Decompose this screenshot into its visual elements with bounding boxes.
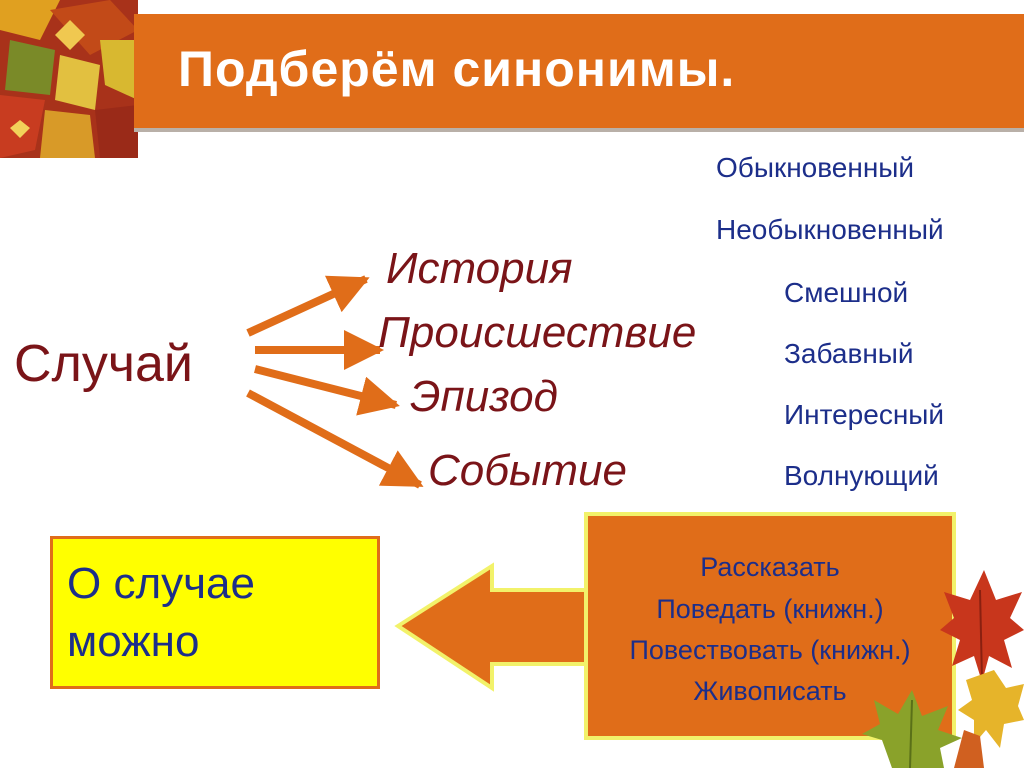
yellow-box-line1: О случае [67, 559, 255, 608]
yellow-box: О случае можно [50, 536, 380, 689]
big-left-arrow [394, 562, 590, 692]
yellow-box-line2: можно [67, 617, 200, 666]
synonym-sobytie: Событие [428, 446, 627, 495]
arrow-to-istoriya [246, 275, 370, 337]
maple-leaf-image [940, 570, 1024, 768]
verbs-box: Рассказать Поведать (книжн.) Повествоват… [584, 512, 956, 740]
arrow-to-epizod [254, 365, 400, 416]
adjective-zabavnyi: Забавный [784, 338, 914, 369]
adjective-neobyknovennyi: Необыкновенный [716, 214, 944, 245]
verb-povedat: Поведать (книжн.) [656, 594, 884, 624]
title-bar [134, 14, 1024, 130]
adjective-obyknovennyi: Обыкновенный [716, 152, 915, 183]
arrow-to-sobytie [246, 389, 424, 489]
green-leaf-image [862, 690, 962, 768]
page-title: Подберём синонимы. [178, 41, 736, 97]
main-word: Случай [14, 335, 193, 393]
title-bar-shadow [134, 128, 1024, 132]
verb-zhivopisat: Живописать [693, 676, 847, 706]
synonym-istoriya: История [386, 244, 573, 293]
adjective-smeshnoi: Смешной [784, 277, 909, 308]
adjective-volnuyushchii: Волнующий [784, 460, 939, 491]
synonym-epizod: Эпизод [410, 372, 558, 421]
adjective-interesnyi: Интересный [784, 399, 945, 430]
yellow-box-text: О случае можно [67, 555, 255, 671]
autumn-leaves-image [0, 0, 138, 158]
verb-rasskazat: Рассказать [700, 552, 840, 582]
verb-povestvovat: Повествовать (книжн.) [629, 635, 911, 665]
synonym-proisshestvie: Происшествие [378, 308, 697, 357]
